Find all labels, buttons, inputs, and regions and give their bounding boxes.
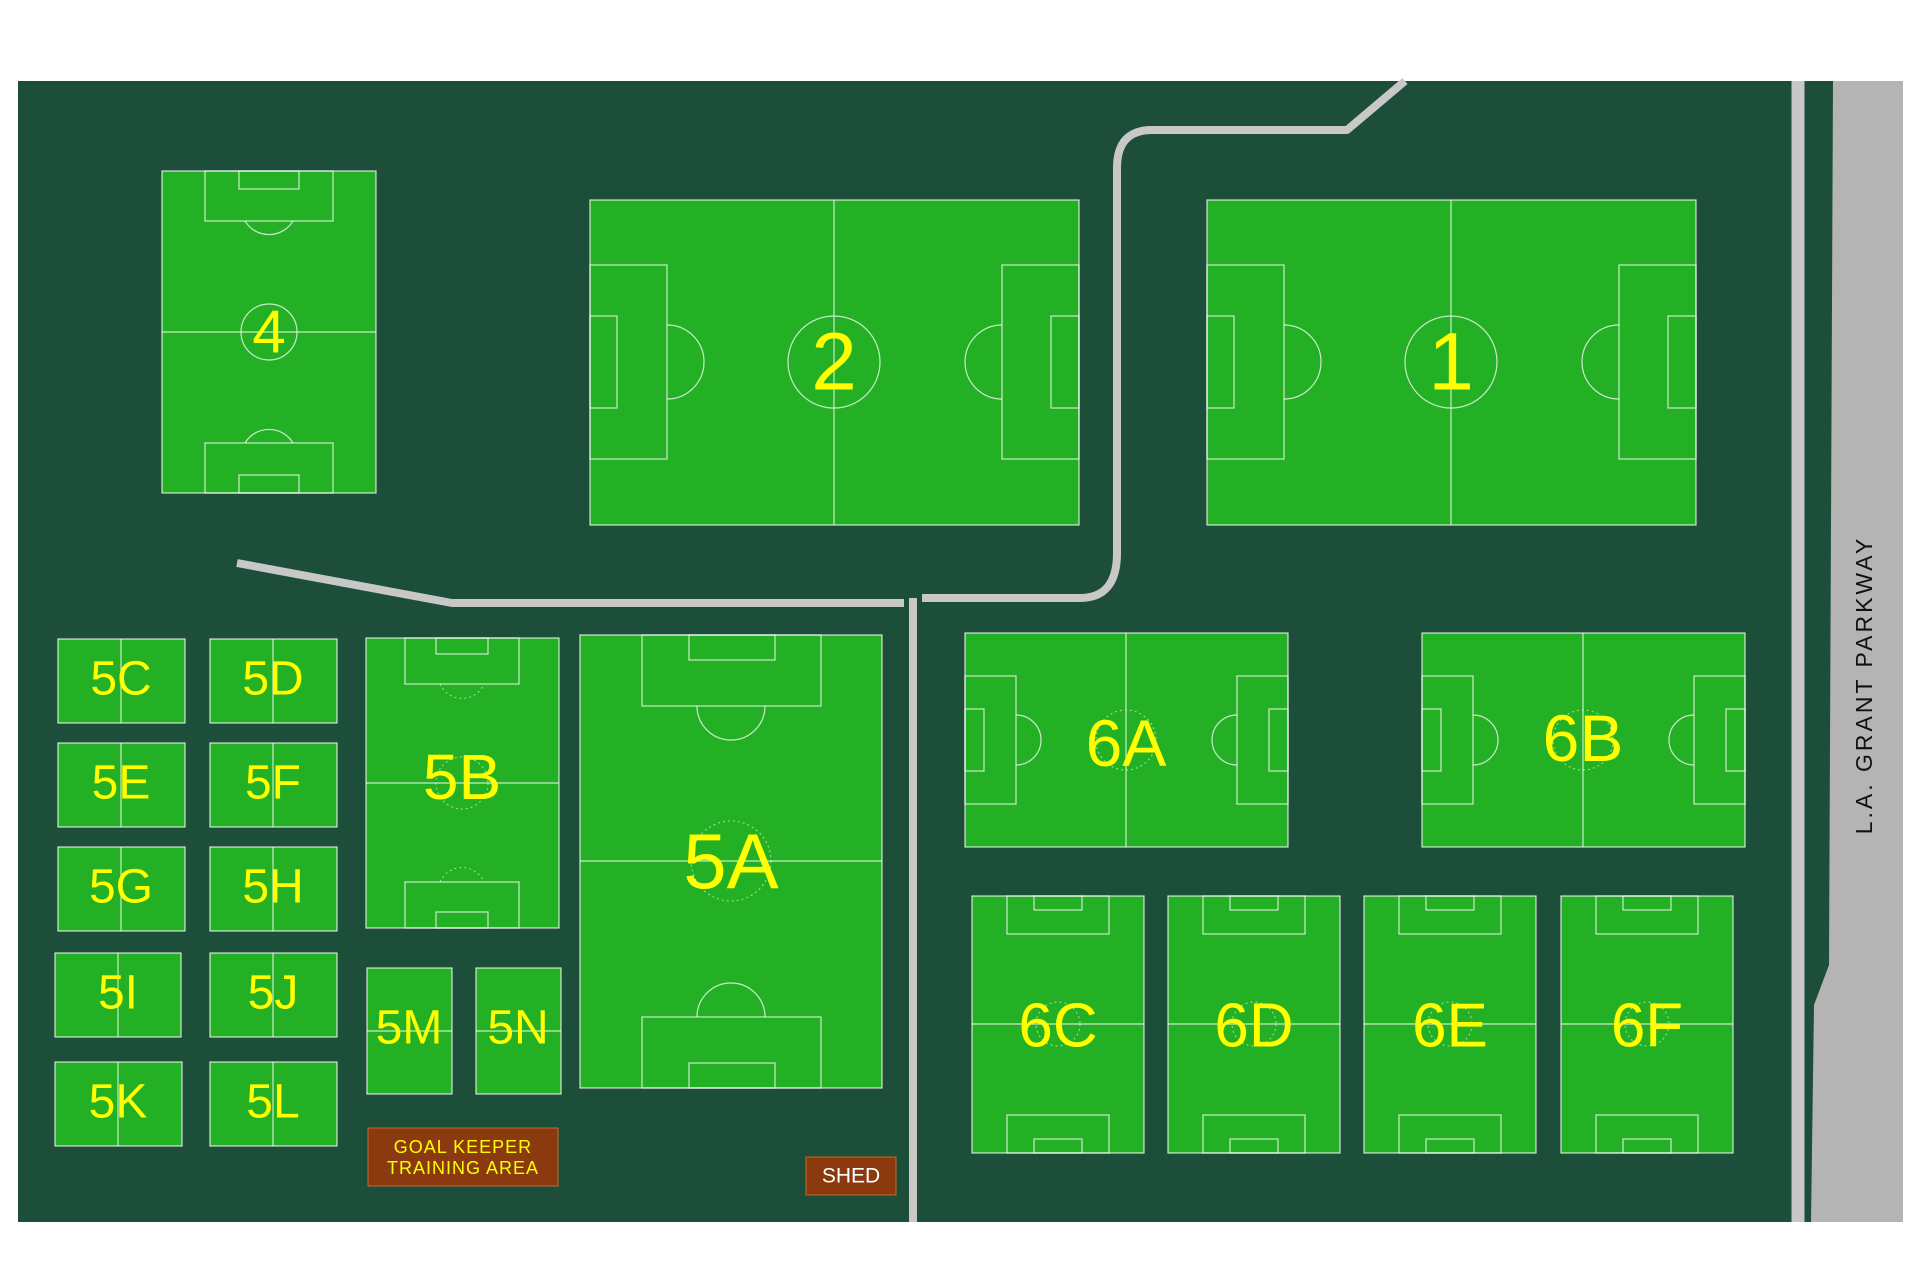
field-label-5K: 5K <box>89 1076 148 1129</box>
field-1[interactable]: 1 <box>1206 199 1697 526</box>
shed[interactable]: SHED <box>805 1156 897 1196</box>
field-5C[interactable]: 5C <box>57 638 186 724</box>
field-6A[interactable]: 6A <box>964 632 1289 848</box>
field-5N[interactable]: 5N <box>475 967 562 1095</box>
field-6F[interactable]: 6F <box>1560 895 1734 1154</box>
field-label-6D: 6D <box>1214 992 1293 1061</box>
field-label-5M: 5M <box>376 1002 443 1055</box>
field-5H[interactable]: 5H <box>209 846 338 932</box>
field-label-6E: 6E <box>1412 992 1488 1061</box>
field-5A[interactable]: 5A <box>579 634 883 1089</box>
field-6E[interactable]: 6E <box>1363 895 1537 1154</box>
field-5E[interactable]: 5E <box>57 742 186 828</box>
field-label-6B: 6B <box>1543 701 1624 775</box>
goalkeeper-training-area[interactable]: GOAL KEEPER TRAINING AREA <box>367 1127 559 1187</box>
field-5G[interactable]: 5G <box>57 846 186 932</box>
field-2[interactable]: 2 <box>589 199 1080 526</box>
field-5L[interactable]: 5L <box>209 1061 338 1147</box>
field-5B[interactable]: 5B <box>365 637 560 929</box>
field-label-6A: 6A <box>1086 706 1167 780</box>
field-label-5D: 5D <box>242 653 303 706</box>
field-label-5F: 5F <box>245 757 301 810</box>
field-5D[interactable]: 5D <box>209 638 338 724</box>
field-label-1: 1 <box>1428 317 1474 408</box>
field-label-5C: 5C <box>90 653 151 706</box>
field-5J[interactable]: 5J <box>209 952 338 1038</box>
field-label-5I: 5I <box>98 967 138 1020</box>
field-6D[interactable]: 6D <box>1167 895 1341 1154</box>
goalkeeper-label-line2: TRAINING AREA <box>387 1158 539 1178</box>
field-5I[interactable]: 5I <box>54 952 182 1038</box>
field-label-6C: 6C <box>1018 992 1097 1061</box>
goalkeeper-label-line1: GOAL KEEPER <box>394 1137 532 1157</box>
field-label-5J: 5J <box>248 967 299 1020</box>
field-label-5N: 5N <box>487 1002 548 1055</box>
parkway-label: L.A. GRANT PARKWAY <box>1851 536 1877 835</box>
field-label-5E: 5E <box>92 757 151 810</box>
field-label-5L: 5L <box>246 1076 299 1129</box>
field-label-2: 2 <box>811 317 857 408</box>
field-label-5A: 5A <box>683 817 778 905</box>
field-6B[interactable]: 6B <box>1421 632 1746 848</box>
field-6C[interactable]: 6C <box>971 895 1145 1154</box>
field-label-5B: 5B <box>423 741 501 813</box>
path-upper <box>922 77 1408 602</box>
field-5K[interactable]: 5K <box>54 1061 183 1147</box>
parkway-road <box>1811 81 1903 1222</box>
walking-paths <box>236 77 1408 1222</box>
shed-label: SHED <box>822 1165 880 1188</box>
path-lower-left <box>236 559 904 607</box>
field-label-6F: 6F <box>1611 992 1683 1061</box>
field-label-5G: 5G <box>89 861 153 914</box>
field-4[interactable]: 4 <box>161 170 377 494</box>
field-5M[interactable]: 5M <box>366 967 453 1095</box>
field-5F[interactable]: 5F <box>209 742 338 828</box>
field-label-5H: 5H <box>242 861 303 914</box>
field-label-4: 4 <box>252 299 285 366</box>
